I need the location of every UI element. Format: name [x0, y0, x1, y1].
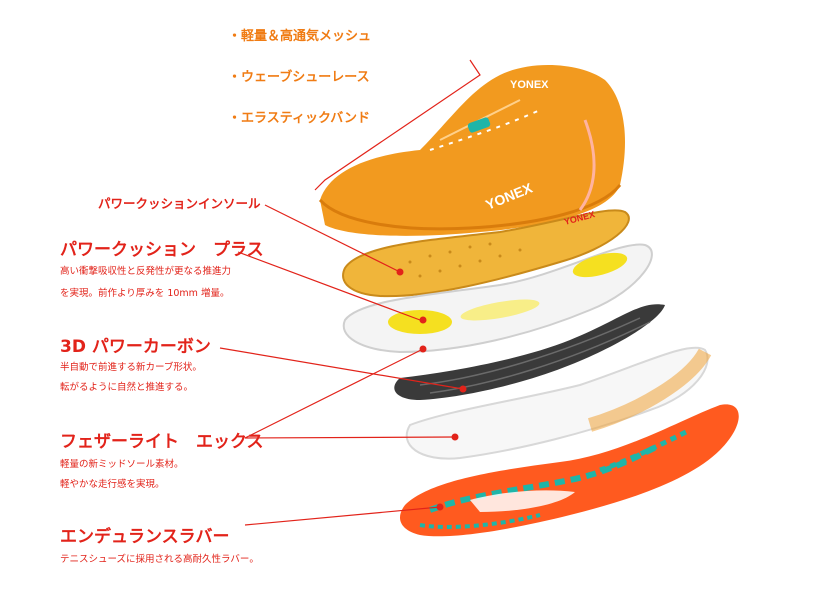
section-line: 高い衝撃吸収性と反発性が更なる推進力: [60, 266, 232, 277]
section-line: 軽量の新ミッドソール素材。: [60, 459, 184, 470]
section-title-power-cushion: パワークッション プラス: [60, 240, 264, 260]
section-title-featherlite: フェザーライト エックス: [60, 432, 264, 452]
power-cushion-layer: [342, 243, 653, 354]
feature-laces: ・ウェーブシューレース: [228, 70, 370, 85]
leader-dots: [396, 268, 467, 511]
insole-label: パワークッションインソール: [98, 196, 261, 211]
feature-mesh: ・軽量＆高通気メッシュ: [228, 29, 372, 44]
carbon-plate-layer: [394, 304, 665, 400]
midsole-layer: [405, 346, 712, 460]
shoe-upper: [318, 64, 625, 236]
feature-elastic-band: ・エラスティックバンド: [228, 111, 370, 126]
tongue-logo: YONEX: [510, 79, 549, 91]
section-line: 半自動で前進する新カーブ形状。: [60, 362, 202, 373]
section-line: 転がるように自然と推進する。: [60, 382, 194, 393]
section-line: 軽やかな走行感を実現。: [60, 479, 165, 490]
section-line: テニスシューズに採用される高耐久性ラバー。: [60, 554, 259, 565]
insole-layer: [342, 209, 630, 298]
section-line: を実現。前作より厚みを 10mm 増量。: [60, 288, 230, 299]
section-title-rubber: エンデュランスラバー: [60, 527, 230, 547]
upper-bracket: [314, 59, 481, 191]
leader-lines: [219, 204, 464, 526]
outsole-layer: [400, 404, 739, 537]
section-title-carbon: 3D パワーカーボン: [60, 337, 211, 357]
